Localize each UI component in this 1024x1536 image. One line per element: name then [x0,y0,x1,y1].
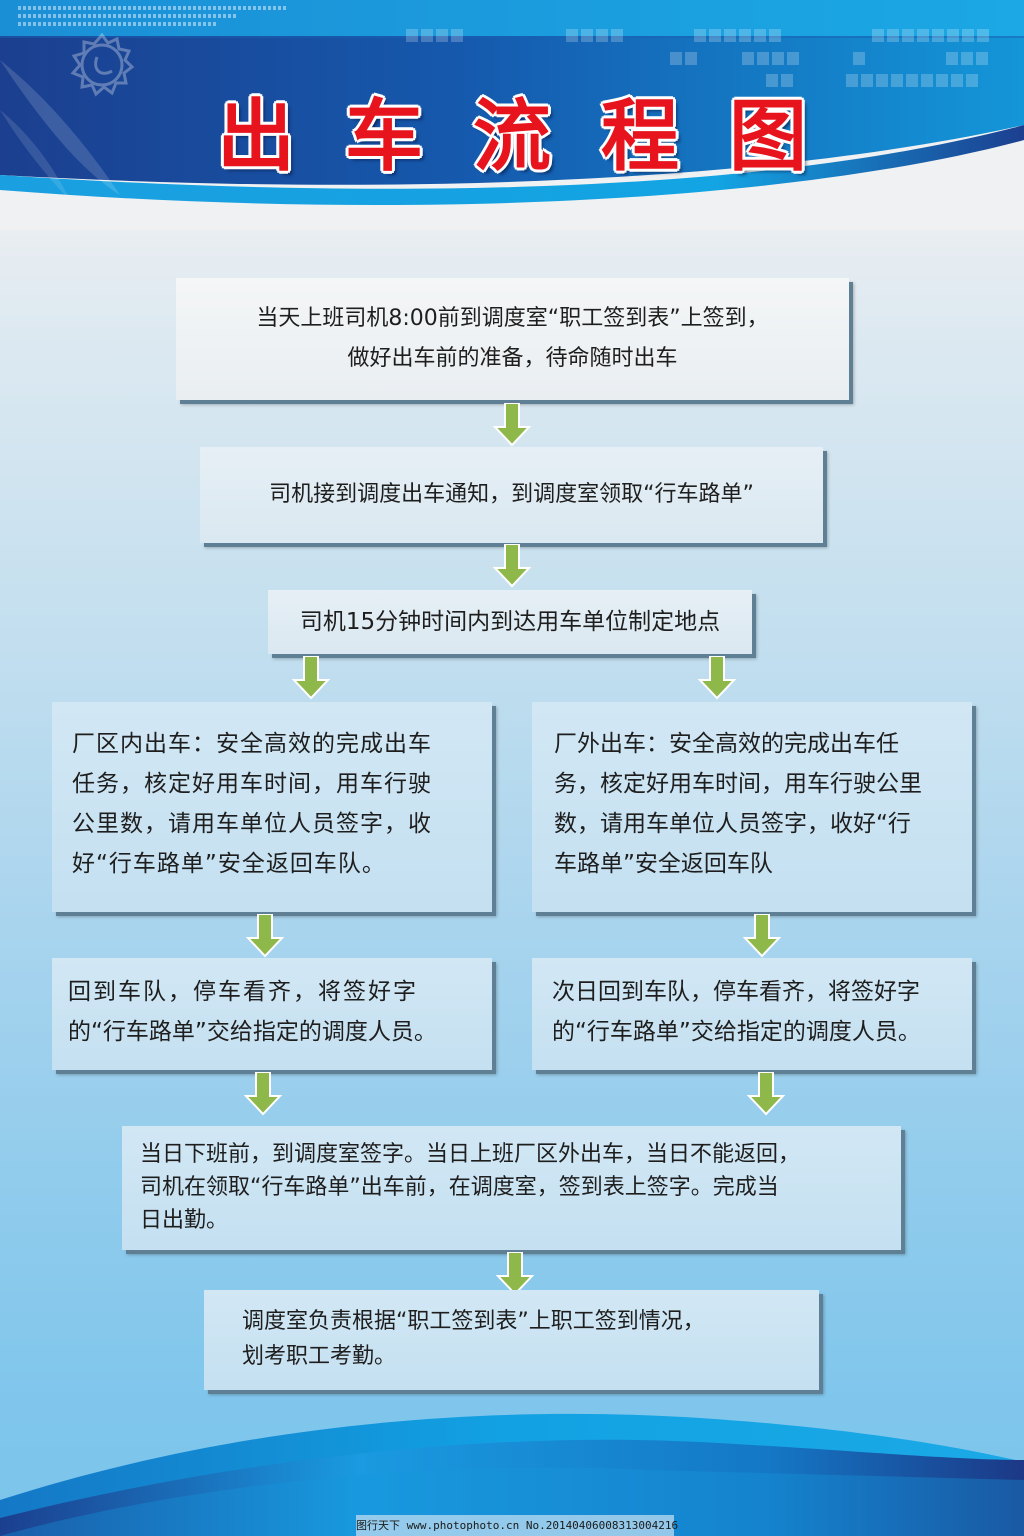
flow-step-out-plant-trip: 厂外出车：安全高效的完成出车任 务，核定好用车时间，用车行驶公里 数，请用车单位… [532,702,972,912]
step-text: 司机接到调度出车通知，到调度室领取“行车路单” [269,482,754,507]
step-text-line: 数，请用车单位人员签字，收好“行 [554,811,911,837]
step-text-line: 好“行车路单”安全返回车队。 [72,851,386,877]
arrow-down-icon [244,1072,282,1116]
arrow-down-icon [698,656,736,700]
decorative-dot-lines [18,6,288,30]
step-text-line: 的“行车路单”交给指定的调度人员。 [552,1019,921,1045]
step-text-line: 任务，核定好用车时间，用车行驶 [72,771,432,797]
arrow-down-icon [743,914,781,958]
arrow-down-icon [292,656,330,700]
arrow-down-icon [246,914,284,958]
step-text-line: 调度室负责根据“职工签到表”上职工签到情况， [242,1309,705,1334]
step-text-line: 做好出车前的准备，待命随时出车 [347,346,678,371]
step-text-line: 司机在领取“行车路单”出车前，在调度室，签到表上签字。完成当 [140,1175,779,1200]
page-title: 出车流程图 [216,91,857,182]
step-text-line: 日出勤。 [140,1208,229,1233]
header-banner: 出车流程图 [0,0,1024,230]
step-text-line: 划考职工考勤。 [242,1344,397,1369]
flow-step-arrive-location: 司机15分钟时间内到达用车单位制定地点 [268,590,752,654]
step-text-line: 当天上班司机8:00前到调度室“职工签到表”上签到， [256,306,769,331]
footer-wave [0,1400,1024,1536]
step-text-line: 当日下班前，到调度室签字。当日上班厂区外出车，当日不能返回， [140,1142,801,1167]
flow-step-return-next-day: 次日回到车队，停车看齐，将签好字 的“行车路单”交给指定的调度人员。 [532,958,972,1070]
step-text-line: 次日回到车队，停车看齐，将签好字 [552,979,920,1005]
step-text-line: 的“行车路单”交给指定的调度人员。 [68,1019,437,1045]
arrow-down-icon [747,1072,785,1116]
flow-step-sign-off: 当日下班前，到调度室签字。当日上班厂区外出车，当日不能返回， 司机在领取“行车路… [122,1126,901,1250]
flow-step-attendance: 调度室负责根据“职工签到表”上职工签到情况， 划考职工考勤。 [204,1290,819,1390]
step-text-line: 回到车队，停车看齐，将签好字 [68,979,418,1005]
arrow-down-icon [493,544,531,588]
step-text-line: 务，核定好用车时间，用车行驶公里 [554,771,922,797]
flow-step-return-same-day: 回到车队，停车看齐，将签好字 的“行车路单”交给指定的调度人员。 [52,958,492,1070]
watermark: 图行天下 www.photophoto.cn No.20140406008313… [356,1515,678,1536]
arrow-down-icon [496,1252,534,1296]
footer-wave-background [0,1413,1024,1536]
banner-background [0,0,1024,230]
step-text-line: 车路单”安全返回车队 [554,851,773,877]
flow-step-in-plant-trip: 厂区内出车：安全高效的完成出车 任务，核定好用车时间，用车行驶 公里数，请用车单… [52,702,492,912]
gear-emblem-icon [70,32,135,97]
flow-step-receive-notice: 司机接到调度出车通知，到调度室领取“行车路单” [200,447,823,543]
step-text-line: 厂区内出车：安全高效的完成出车 [72,731,432,757]
arrow-down-icon [493,403,531,447]
step-text-line: 公里数，请用车单位人员签字，收 [72,811,432,837]
step-text-line: 厂外出车：安全高效的完成出车任 [554,731,899,757]
flow-step-checkin: 当天上班司机8:00前到调度室“职工签到表”上签到， 做好出车前的准备，待命随时… [176,278,849,400]
step-text: 司机15分钟时间内到达用车单位制定地点 [299,609,721,635]
